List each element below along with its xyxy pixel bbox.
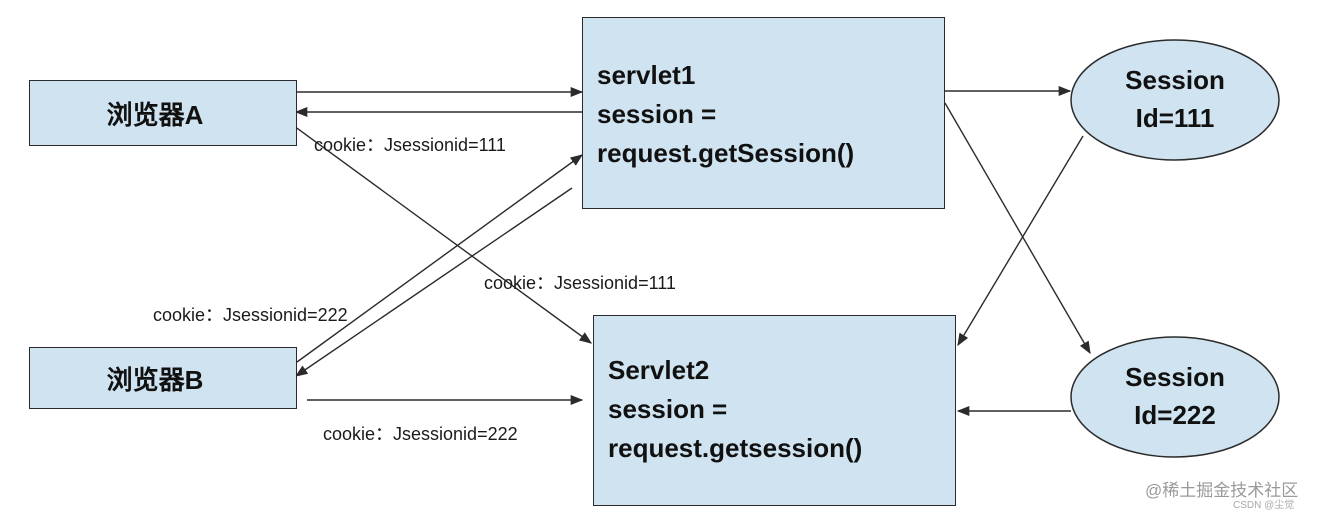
browser-a-label: 浏览器A	[106, 99, 204, 130]
servlet2-line-3: request.getsession()	[608, 433, 863, 463]
session-111-ellipse	[1070, 39, 1280, 161]
cookie-label-a-servlet2: cookie：Jsessionid=111	[484, 273, 676, 293]
browser-a-box: 浏览器A	[29, 80, 297, 146]
arrow-servlet1-to-session222	[944, 102, 1091, 355]
watermark-main: @稀土掘金技术社区	[1145, 481, 1299, 500]
arrow-a-to-servlet2	[293, 125, 593, 344]
session-222-id: Id=222	[1134, 400, 1216, 430]
servlet1-line-3: request.getSession()	[597, 138, 855, 168]
arrow-b-to-servlet1	[296, 154, 584, 363]
arrow-session111-to-servlet2	[957, 135, 1084, 347]
servlet2-box: Servlet2 session = request.getsession()	[593, 315, 956, 506]
session-111-id: Id=111	[1135, 103, 1215, 133]
session-111-label: Session Id=111	[1071, 61, 1279, 137]
session-111-title: Session	[1125, 65, 1225, 95]
servlet2-line-2: session =	[608, 394, 728, 424]
cookie-label-b-servlet2: cookie：Jsessionid=222	[323, 424, 518, 444]
session-222-title: Session	[1125, 362, 1225, 392]
session-222-ellipse	[1070, 336, 1280, 458]
cookie-label-a-servlet1: cookie：Jsessionid=111	[314, 135, 506, 155]
cookie-label-b-servlet1: cookie：Jsessionid=222	[153, 305, 348, 325]
arrow-servlet1-to-b	[294, 187, 573, 377]
browser-b-box: 浏览器B	[29, 347, 297, 409]
session-222-label: Session Id=222	[1071, 358, 1279, 434]
servlet1-line-1: servlet1	[597, 60, 696, 90]
watermark-small: CSDN @尘觉	[1233, 500, 1295, 511]
browser-b-label: 浏览器B	[106, 364, 204, 395]
servlet1-box: servlet1 session = request.getSession()	[582, 17, 945, 209]
servlet2-line-1: Servlet2	[608, 355, 710, 385]
servlet1-line-2: session =	[597, 99, 717, 129]
